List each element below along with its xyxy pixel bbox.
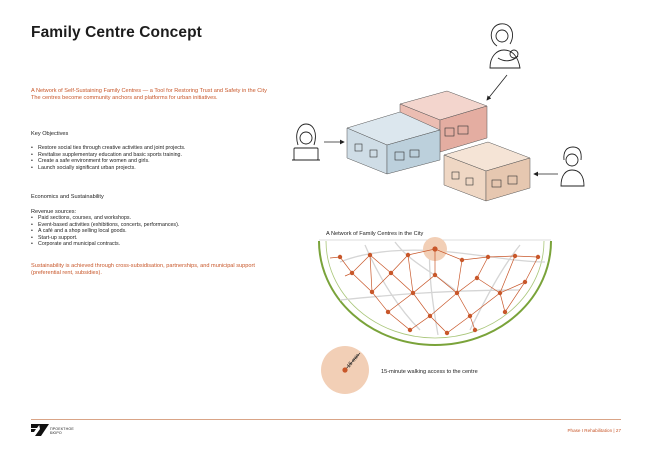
revenue-heading: Revenue sources: bbox=[31, 209, 77, 215]
sustainability-note: Sustainability is achieved through cross… bbox=[31, 263, 255, 277]
list-item: Restore social ties through creative act… bbox=[31, 145, 281, 152]
objectives-heading: Key Objectives bbox=[31, 131, 69, 137]
list-item: Launch socially significant urban projec… bbox=[31, 165, 281, 172]
intro-headline: A Network of Self-Sustaining Family Cent… bbox=[31, 88, 267, 94]
page-indicator: Phase I Rehabilitation | 27 bbox=[567, 428, 621, 433]
arrow-icon bbox=[486, 74, 508, 101]
list-item: Paid sections, courses, and workshops. bbox=[31, 215, 281, 222]
centre-box-peach bbox=[443, 141, 531, 202]
footer-divider bbox=[31, 419, 621, 420]
logo-text-line: БЮРО bbox=[50, 431, 62, 435]
walk-caption: 15-minute walking access to the centre bbox=[381, 369, 478, 375]
city-network-map bbox=[318, 237, 552, 346]
intro-subline: The centres become community anchors and… bbox=[31, 95, 218, 102]
bureau-logo-icon bbox=[31, 424, 49, 436]
list-item: A café and a shop selling local goods. bbox=[31, 228, 281, 235]
network-caption: A Network of Family Centres in the City bbox=[326, 231, 424, 237]
revenue-list: Paid sections, courses, and workshops. E… bbox=[31, 215, 281, 248]
logo-text: ПРОЕКТНОЕ БЮРО bbox=[50, 427, 74, 435]
objectives-list: Restore social ties through creative act… bbox=[31, 145, 281, 171]
centre-box-blue bbox=[346, 111, 441, 175]
list-item: Start-up support. bbox=[31, 235, 281, 242]
list-item: Event-based activities (exhibitions, con… bbox=[31, 222, 281, 229]
economics-heading: Economics and Sustainability bbox=[31, 194, 104, 200]
logo-text-line: ПРОЕКТНОЕ bbox=[50, 427, 74, 431]
list-item: Corporate and municipal contracts. bbox=[31, 241, 281, 248]
list-item: Revitalise supplementary education and b… bbox=[31, 152, 281, 159]
page-title: Family Centre Concept bbox=[31, 24, 202, 41]
woman-at-desk-icon bbox=[292, 123, 320, 161]
man-icon bbox=[560, 146, 585, 187]
intro-text: A Network of Self-Sustaining Family Cent… bbox=[31, 88, 276, 102]
walking-radius-diagram: 15 min bbox=[321, 346, 369, 394]
list-item: Create a safe environment for women and … bbox=[31, 158, 281, 165]
woman-with-baby-icon bbox=[489, 23, 521, 69]
